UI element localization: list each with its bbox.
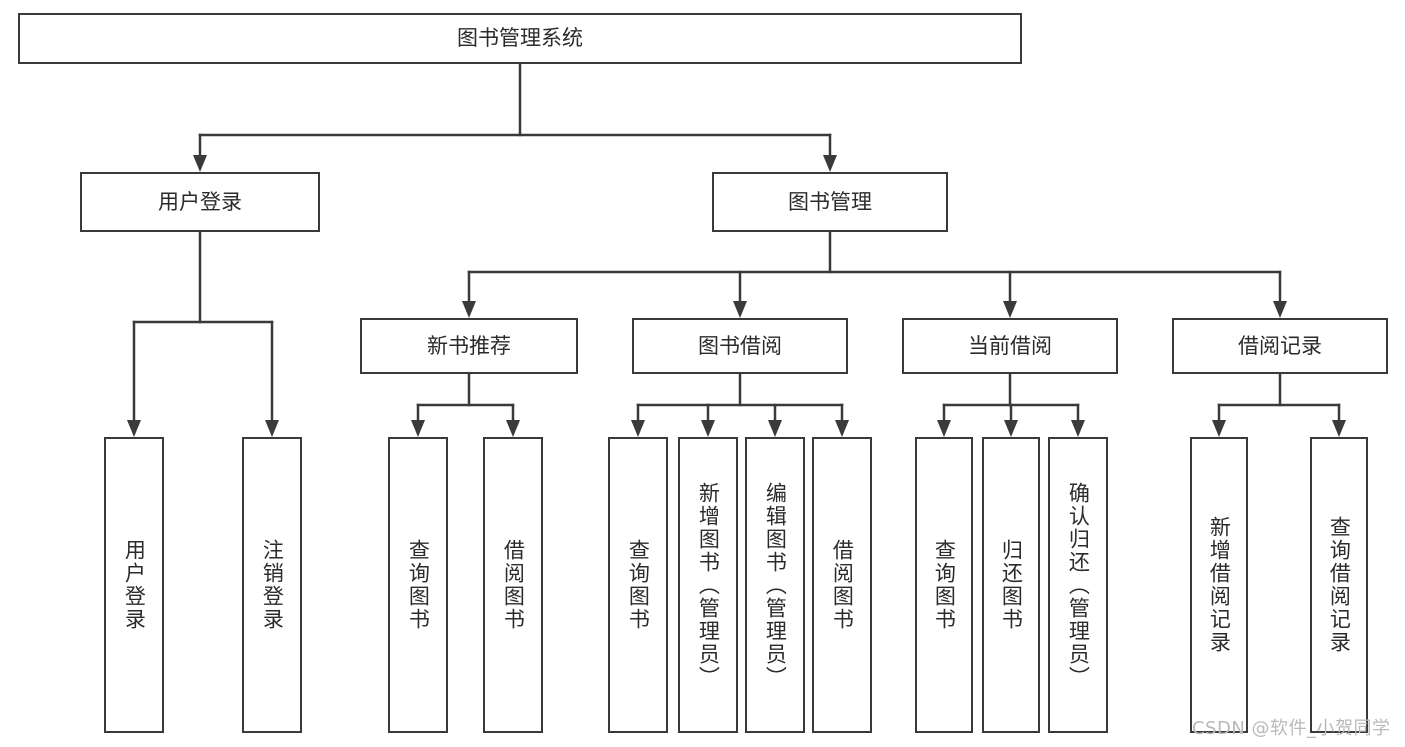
node-n-qrec[interactable]: 查询借阅记录 [1310,437,1368,733]
arrowhead-icon [823,155,837,172]
node-n-q2[interactable]: 查询图书 [608,437,668,733]
node-label: 用户登录 [158,189,242,214]
node-label: 图书管理系统 [457,26,583,51]
node-n-b1[interactable]: 借阅图书 [483,437,543,733]
arrowhead-icon [1003,301,1017,318]
node-newrec[interactable]: 新书推荐 [360,318,578,374]
arrowhead-icon [1071,420,1085,437]
csdn-watermark: CSDN @软件_小贺同学 [1192,718,1391,739]
arrowhead-icon [1004,420,1018,437]
node-label: 借阅图书 [501,539,526,631]
node-n-q3[interactable]: 查询图书 [915,437,973,733]
node-n-login[interactable]: 用户登录 [104,437,164,733]
arrowhead-icon [733,301,747,318]
node-label: 编辑图书（管理员） [763,481,788,689]
node-n-q1[interactable]: 查询图书 [388,437,448,733]
arrowhead-icon [937,420,951,437]
node-label: 新书推荐 [427,333,511,358]
arrowhead-icon [1273,301,1287,318]
arrowhead-icon [768,420,782,437]
arrowhead-icon [265,420,279,437]
node-label: 查询图书 [406,539,431,631]
node-current[interactable]: 当前借阅 [902,318,1118,374]
node-n-add[interactable]: 新增图书（管理员） [678,437,738,733]
node-label: 归还图书 [999,539,1024,631]
node-label: 当前借阅 [968,333,1052,358]
node-label: 查询借阅记录 [1327,516,1352,654]
arrowhead-icon [631,420,645,437]
node-label: 新增图书（管理员） [696,481,721,689]
node-label: 借阅图书 [830,539,855,631]
node-label: 查询图书 [932,539,957,631]
node-label: 注销登录 [260,539,285,631]
node-label: 图书借阅 [698,333,782,358]
arrowhead-icon [1212,420,1226,437]
node-login[interactable]: 用户登录 [80,172,320,232]
arrowhead-icon [1332,420,1346,437]
node-label: 确认归还（管理员） [1066,481,1091,689]
node-borrow[interactable]: 图书借阅 [632,318,848,374]
node-label: 图书管理 [788,189,872,214]
node-n-logout[interactable]: 注销登录 [242,437,302,733]
node-records[interactable]: 借阅记录 [1172,318,1388,374]
arrowhead-icon [506,420,520,437]
node-bookmgmt[interactable]: 图书管理 [712,172,948,232]
node-n-return[interactable]: 归还图书 [982,437,1040,733]
node-label: 新增借阅记录 [1207,516,1232,654]
arrowhead-icon [701,420,715,437]
node-n-b2[interactable]: 借阅图书 [812,437,872,733]
node-root[interactable]: 图书管理系统 [18,13,1022,64]
node-n-confirm[interactable]: 确认归还（管理员） [1048,437,1108,733]
arrowhead-icon [462,301,476,318]
node-label: 借阅记录 [1238,333,1322,358]
arrowhead-icon [411,420,425,437]
arrowhead-icon [835,420,849,437]
arrowhead-icon [127,420,141,437]
node-n-edit[interactable]: 编辑图书（管理员） [745,437,805,733]
node-n-addrec[interactable]: 新增借阅记录 [1190,437,1248,733]
node-label: 查询图书 [626,539,651,631]
node-label: 用户登录 [122,539,147,631]
arrowhead-icon [193,155,207,172]
